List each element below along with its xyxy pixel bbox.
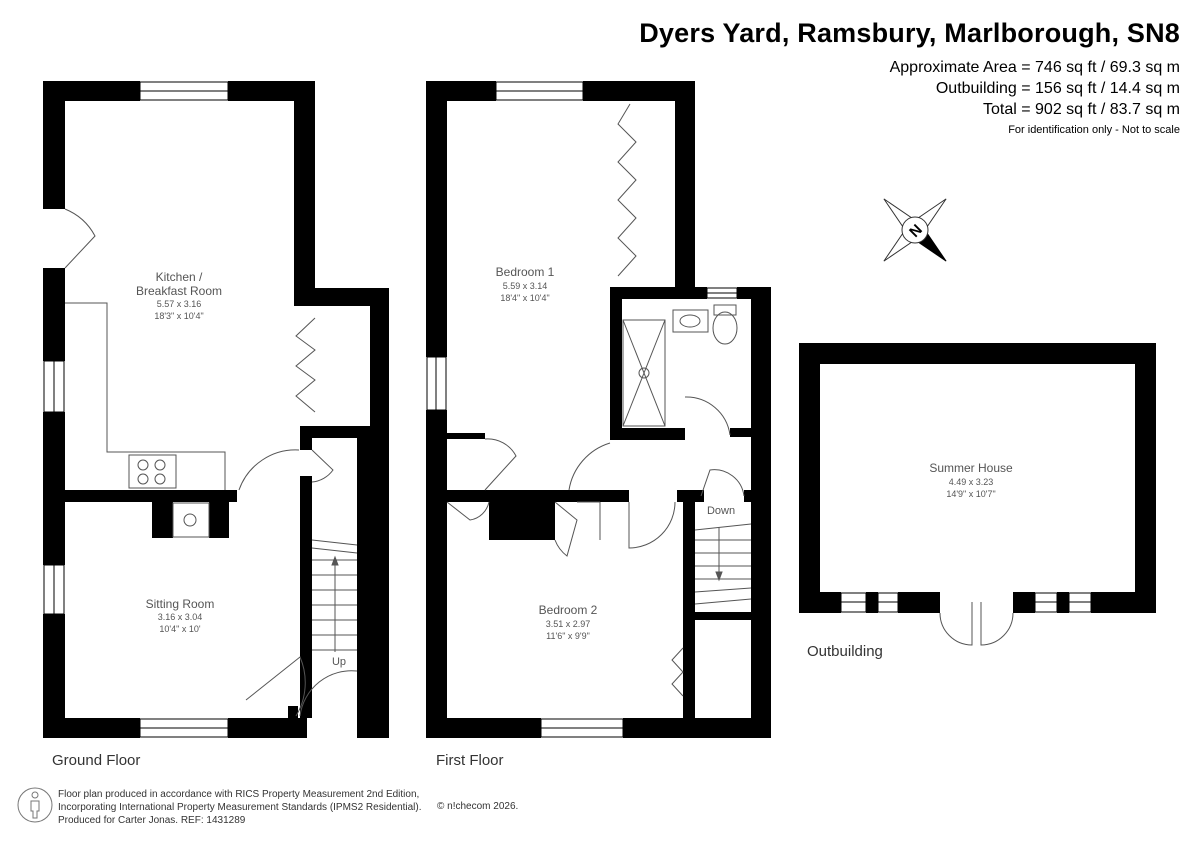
- basin-icon: [672, 309, 709, 333]
- bedroom2-imperial: 11'6" x 9'9": [546, 631, 590, 641]
- window-icon: [877, 592, 899, 613]
- scale-disclaimer: For identification only - Not to scale: [1008, 124, 1180, 136]
- kitchen-name: Kitchen /: [156, 270, 203, 284]
- window-icon: [840, 592, 867, 613]
- sitting-room-name: Sitting Room: [146, 597, 215, 611]
- ground-staircase: [311, 539, 358, 652]
- property-title: Dyers Yard, Ramsbury, Marlborough, SN8: [639, 18, 1180, 48]
- landing-door-swing: [628, 501, 676, 549]
- kitchen-name: Breakfast Room: [136, 284, 222, 298]
- outbuilding-label: Outbuilding: [807, 643, 883, 660]
- bedroom1-imperial: 18'4" x 10'4": [500, 293, 549, 303]
- first-floor-label: First Floor: [436, 752, 504, 769]
- bedroom1-metric: 5.59 x 3.14: [503, 281, 548, 291]
- summer-house-metric: 4.49 x 3.23: [949, 477, 994, 487]
- fireplace-icon: [172, 502, 210, 538]
- window-icon: [139, 718, 229, 738]
- kitchen-metric: 5.57 x 3.16: [157, 299, 202, 309]
- measurement-statement: Floor plan produced in accordance with R…: [58, 788, 422, 827]
- outbuilding-area: Outbuilding = 156 sq ft / 14.4 sq m: [935, 80, 1180, 97]
- stairs-down-label: Down: [707, 505, 735, 517]
- window-icon: [43, 360, 65, 413]
- window-icon: [43, 564, 65, 615]
- kitchen-imperial: 18'3" x 10'4": [154, 311, 203, 321]
- sitting-room-metric: 3.16 x 3.04: [158, 612, 203, 622]
- bedroom2-name: Bedroom 2: [539, 603, 598, 617]
- first-floor-walls: [426, 81, 771, 738]
- outbuilding-walls: [799, 343, 1156, 613]
- ensuite-door-swing: [684, 396, 731, 436]
- cupboard-door-swing: [446, 501, 490, 521]
- bedroom1-cupboard-door-swing: [484, 438, 517, 491]
- toilet-icon: [712, 304, 738, 345]
- window-icon: [495, 81, 584, 101]
- stairs-up-label: Up: [332, 656, 346, 668]
- person-scale-icon: [17, 787, 53, 823]
- bedroom1-name: Bedroom 1: [496, 265, 555, 279]
- copyright-brand: © n!checom 2026.: [437, 801, 519, 812]
- summer-house-imperial: 14'9" x 10'7": [946, 489, 995, 499]
- kitchen-worktop: [65, 302, 226, 490]
- french-door-left-swing: [939, 602, 973, 646]
- window-icon: [1034, 592, 1058, 613]
- back-door-swing: [64, 208, 96, 269]
- footer-line: Incorporating International Property Mea…: [58, 802, 422, 813]
- total-area: Total = 902 sq ft / 83.7 sq m: [983, 101, 1180, 118]
- stair-door-swing: [700, 469, 745, 497]
- window-icon: [426, 356, 447, 411]
- hob-icon: [128, 454, 177, 489]
- stairs-down-arrow: [715, 571, 723, 582]
- approximate-area: Approximate Area = 746 sq ft / 69.3 sq m: [889, 59, 1180, 76]
- stairs-up-arrow: [331, 555, 339, 566]
- ground-floor-walls: [43, 81, 389, 738]
- compass-icon: [883, 198, 947, 262]
- front-door-inner-swing: [299, 670, 358, 717]
- cupboard-bifold-doors: [295, 317, 316, 413]
- first-floor-staircase: [694, 523, 752, 605]
- footer-line: Produced for Carter Jonas. REF: 1431289: [58, 815, 246, 826]
- footer-line: Floor plan produced in accordance with R…: [58, 789, 420, 800]
- window-icon: [1068, 592, 1092, 613]
- window-icon: [706, 287, 738, 299]
- front-door-swing: [245, 656, 306, 717]
- wardrobe-bifold-doors: [617, 103, 637, 277]
- window-icon: [540, 718, 624, 738]
- french-door-right-swing: [980, 602, 1014, 646]
- ground-floor-label: Ground Floor: [52, 752, 141, 769]
- summer-house-name: Summer House: [929, 461, 1013, 475]
- bedroom2-cupboard-bifold: [671, 647, 684, 697]
- hall-door-swing: [311, 449, 334, 483]
- shower-icon: [622, 319, 666, 427]
- bedroom2-metric: 3.51 x 2.97: [546, 619, 591, 629]
- sitting-room-imperial: 10'4" x 10': [159, 624, 200, 634]
- bedroom2-door-swing: [568, 442, 611, 491]
- window-icon: [139, 81, 229, 101]
- cupboard-door-swing: [554, 501, 578, 557]
- kitchen-door-swing: [238, 449, 300, 491]
